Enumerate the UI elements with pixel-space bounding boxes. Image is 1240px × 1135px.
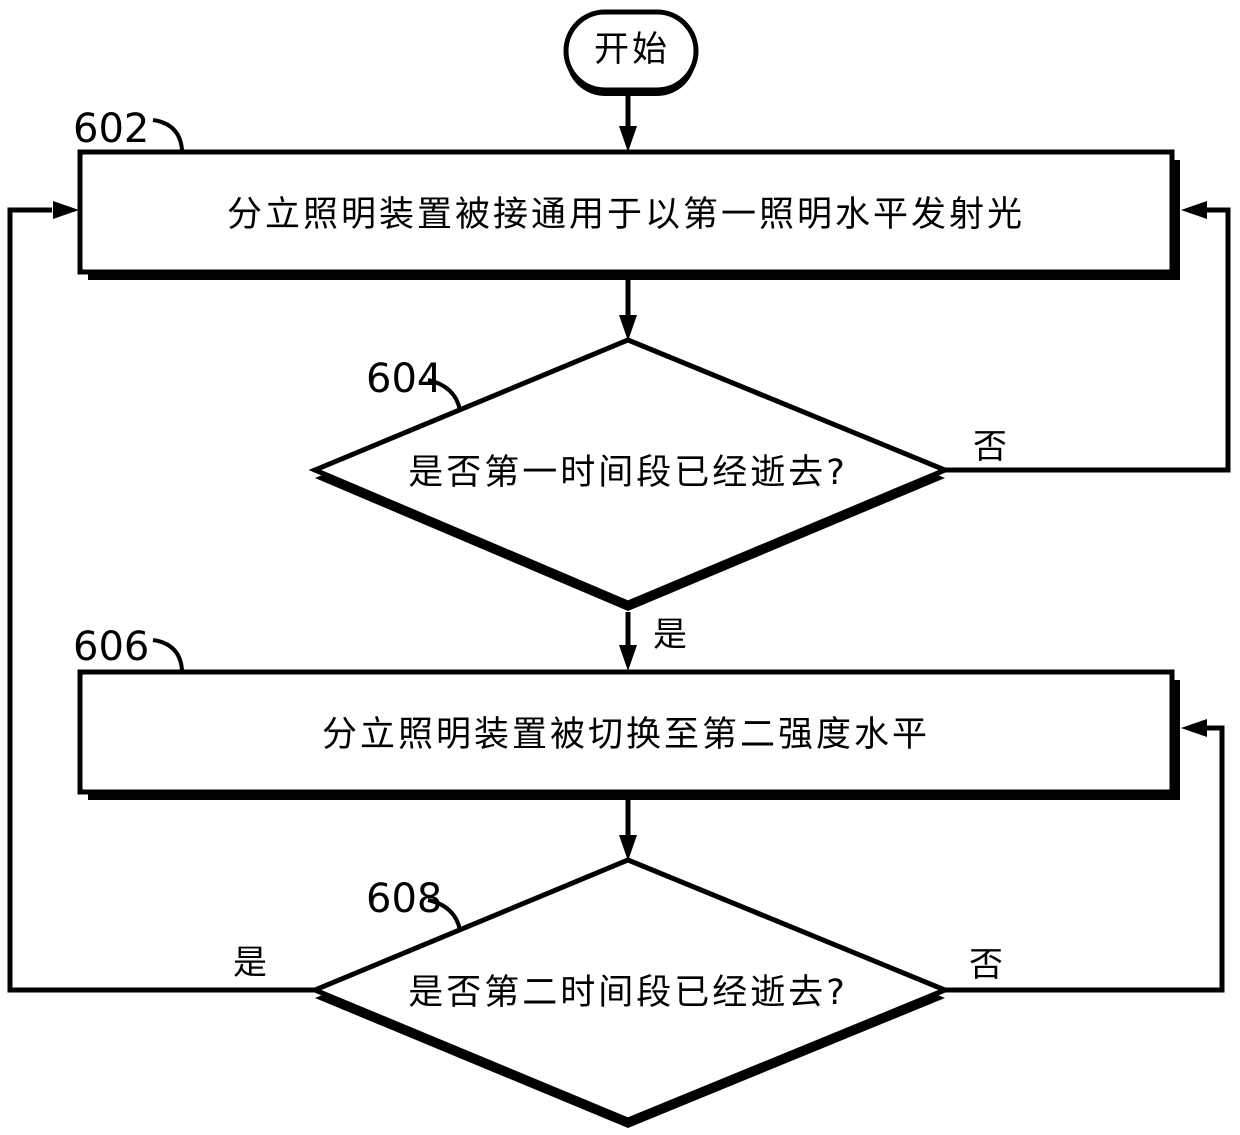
process-606-label: 分立照明装置被切换至第二强度水平	[322, 715, 930, 755]
connector-604-no	[945, 207, 1231, 473]
leader-602	[152, 118, 184, 151]
decision-604-yes-label: 是	[653, 615, 687, 655]
arrow-start-602-icon	[619, 126, 637, 152]
ref-label-604: 604	[366, 356, 442, 402]
arrow-604-no-icon	[1181, 201, 1207, 219]
decision-608-yes-label: 是	[233, 943, 267, 983]
start-terminator	[563, 9, 699, 93]
decision-608-label: 是否第二时间段已经逝去?	[408, 973, 848, 1013]
leader-606	[152, 638, 184, 671]
arrow-602-604-icon	[619, 315, 637, 341]
arrow-604-606-icon	[619, 645, 637, 671]
leader-604	[427, 378, 462, 411]
connector-608-yes	[7, 207, 315, 993]
arrow-608-yes-icon	[53, 201, 79, 219]
decision-608	[308, 857, 952, 1123]
decision-604-label: 是否第一时间段已经逝去?	[408, 453, 848, 493]
decision-604	[308, 337, 952, 606]
start-label: 开始	[594, 30, 670, 70]
leader-608	[427, 898, 462, 931]
arrow-606-608-icon	[619, 835, 637, 861]
connector-608-no	[940, 725, 1225, 993]
decision-608-no-label: 否	[969, 945, 1003, 985]
ref-label-602: 602	[73, 106, 149, 152]
ref-label-608: 608	[366, 876, 442, 922]
process-602	[77, 149, 1175, 275]
process-602-label: 分立照明装置被接通用于以第一照明水平发射光	[227, 195, 1025, 235]
ref-label-606: 606	[73, 624, 149, 670]
decision-604-no-label: 否	[973, 427, 1007, 467]
arrow-608-no-icon	[1181, 719, 1207, 737]
process-606	[77, 669, 1175, 795]
